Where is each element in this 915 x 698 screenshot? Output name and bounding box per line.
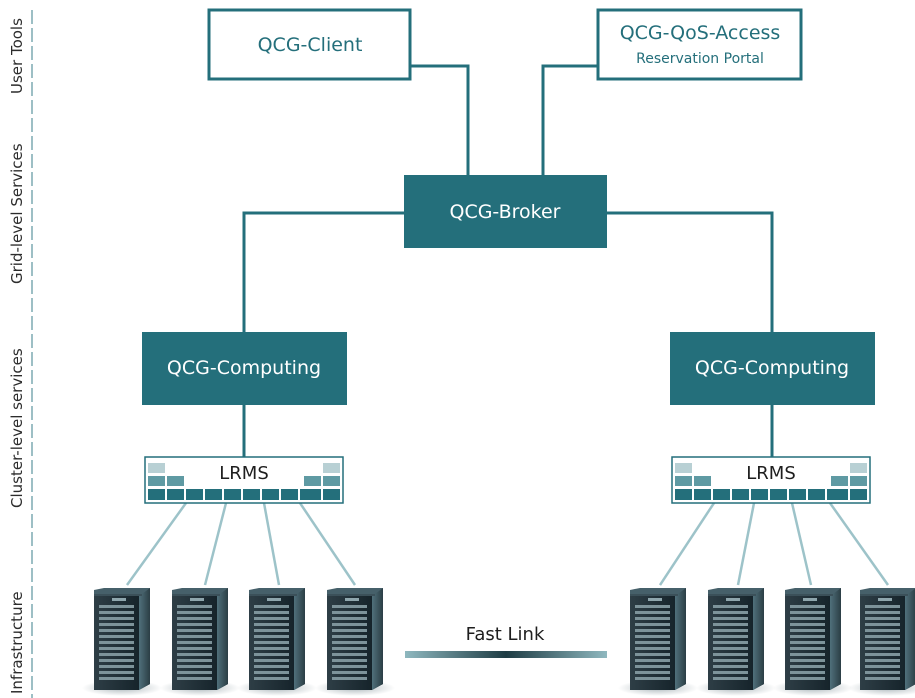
server-rack-icon xyxy=(773,588,853,696)
qcg-computing-right-label: QCG-Computing xyxy=(695,357,849,379)
cluster-left-servers xyxy=(82,588,395,696)
qcg-client-label: QCG-Client xyxy=(258,34,363,56)
cluster-right-servers xyxy=(618,588,915,696)
connector-client-broker xyxy=(410,64,470,176)
server-rack-icon xyxy=(848,588,915,696)
connector-qos-broker xyxy=(541,64,598,176)
connector-broker-left xyxy=(242,211,404,332)
fast-link: Fast Link xyxy=(405,624,607,658)
server-rack-icon xyxy=(696,588,776,696)
layer-label-grid-services: Grid-level Services xyxy=(8,143,26,284)
server-links xyxy=(125,502,890,586)
lrms-left-switch[interactable]: LRMS xyxy=(144,456,344,504)
layer-sidebar: User Tools Grid-level Services Cluster-l… xyxy=(8,10,33,698)
qcg-client-box[interactable]: QCG-Client xyxy=(207,8,412,81)
lrms-left-label: LRMS xyxy=(219,463,269,484)
layer-label-user-tools: User Tools xyxy=(8,18,26,94)
qcg-qos-access-label: QCG-QoS-Access xyxy=(620,22,781,44)
qcg-broker-label: QCG-Broker xyxy=(449,201,560,223)
layer-label-infrastructure: Infrastructure xyxy=(8,591,26,694)
qcg-computing-right-box[interactable]: QCG-Computing xyxy=(670,332,875,405)
layer-label-cluster-services: Cluster-level services xyxy=(8,348,26,508)
server-rack-icon xyxy=(82,588,162,696)
lrms-right-switch[interactable]: LRMS xyxy=(671,456,871,504)
connectors xyxy=(242,64,774,457)
server-rack-icon xyxy=(618,588,698,696)
server-rack-icon xyxy=(315,588,395,696)
fast-link-bar xyxy=(405,651,607,658)
server-rack-icon xyxy=(160,588,240,696)
fast-link-label: Fast Link xyxy=(466,624,545,645)
lrms-right-label: LRMS xyxy=(746,463,796,484)
qcg-computing-left-box[interactable]: QCG-Computing xyxy=(142,332,347,405)
server-rack-icon xyxy=(237,588,317,696)
reservation-portal-label: Reservation Portal xyxy=(636,51,764,67)
qcg-computing-left-label: QCG-Computing xyxy=(167,357,321,379)
qcg-qos-access-box[interactable]: QCG-QoS-Access Reservation Portal xyxy=(596,8,803,81)
connector-broker-right xyxy=(607,211,774,332)
qcg-broker-box[interactable]: QCG-Broker xyxy=(404,175,607,248)
